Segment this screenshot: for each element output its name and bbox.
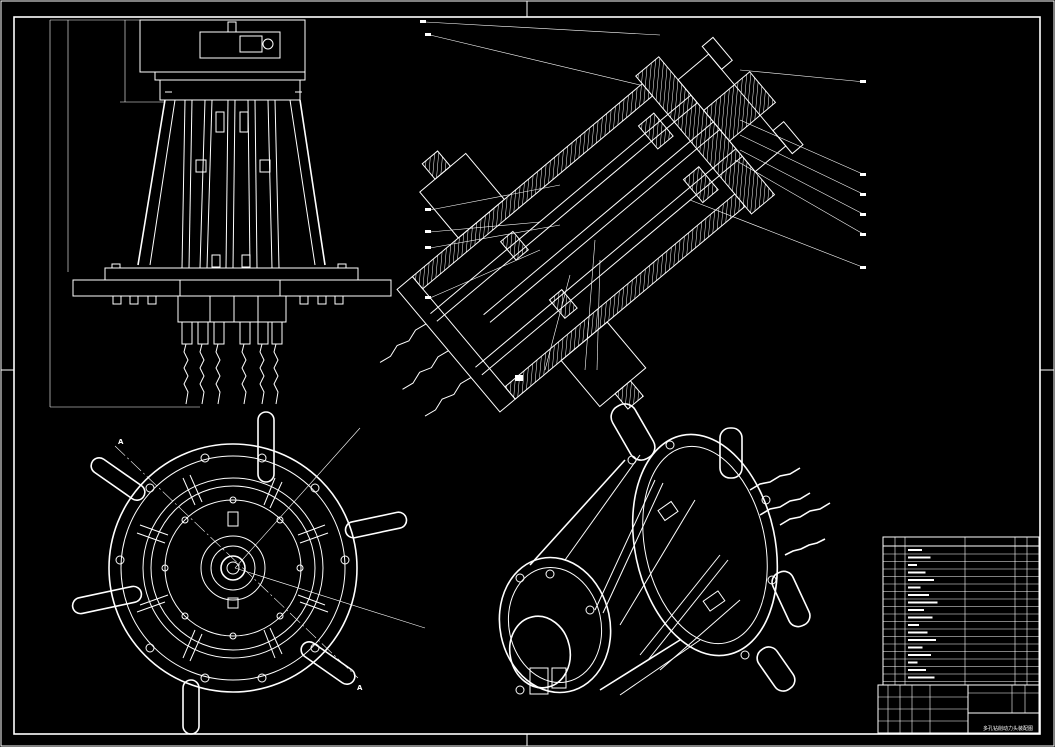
isometric-view [498, 403, 831, 696]
parts-list-entry-mark [908, 549, 922, 551]
parts-list-rows [883, 549, 1039, 682]
parts-list-entry-mark [908, 669, 926, 671]
parts-list-entry-mark [908, 579, 934, 581]
title-block: 多孔钻削动力头装配图 [877, 684, 1040, 734]
parts-list-entry-mark [908, 631, 928, 634]
spindle-group [181, 99, 280, 269]
section-view [379, 36, 804, 417]
handle-spokes [71, 411, 408, 735]
front-view [49, 19, 392, 408]
parts-list-entry-mark [908, 639, 936, 641]
parts-list-entry-mark [908, 556, 931, 559]
parts-list-entry-mark [908, 661, 918, 664]
parts-list-entry-mark [908, 646, 923, 649]
parts-list-entry-mark [908, 594, 929, 596]
section-leaders [420, 20, 866, 381]
parts-list-entry-mark [908, 609, 924, 611]
parts-list-entry-mark [908, 586, 921, 589]
parts-list-entry-mark [908, 624, 919, 626]
drill-bits [183, 343, 279, 405]
parts-list-entry-mark [908, 564, 917, 566]
title-block-drawing-title: 多孔钻削动力头装配图 [983, 725, 1033, 732]
section-mark-a: A [118, 438, 124, 446]
parts-list [882, 536, 1040, 686]
parts-list-entry-mark [908, 676, 935, 679]
parts-list-entry-mark [908, 571, 926, 574]
bolt-row [111, 263, 347, 305]
radial-slots [136, 474, 329, 662]
section-mark-a-end: A [357, 684, 363, 692]
parts-list-entry-mark [908, 654, 931, 656]
bolt-holes [115, 453, 350, 683]
parts-list-entry-mark [908, 616, 933, 619]
parts-list-entry-mark [908, 601, 938, 604]
plan-view: A A [71, 411, 426, 735]
